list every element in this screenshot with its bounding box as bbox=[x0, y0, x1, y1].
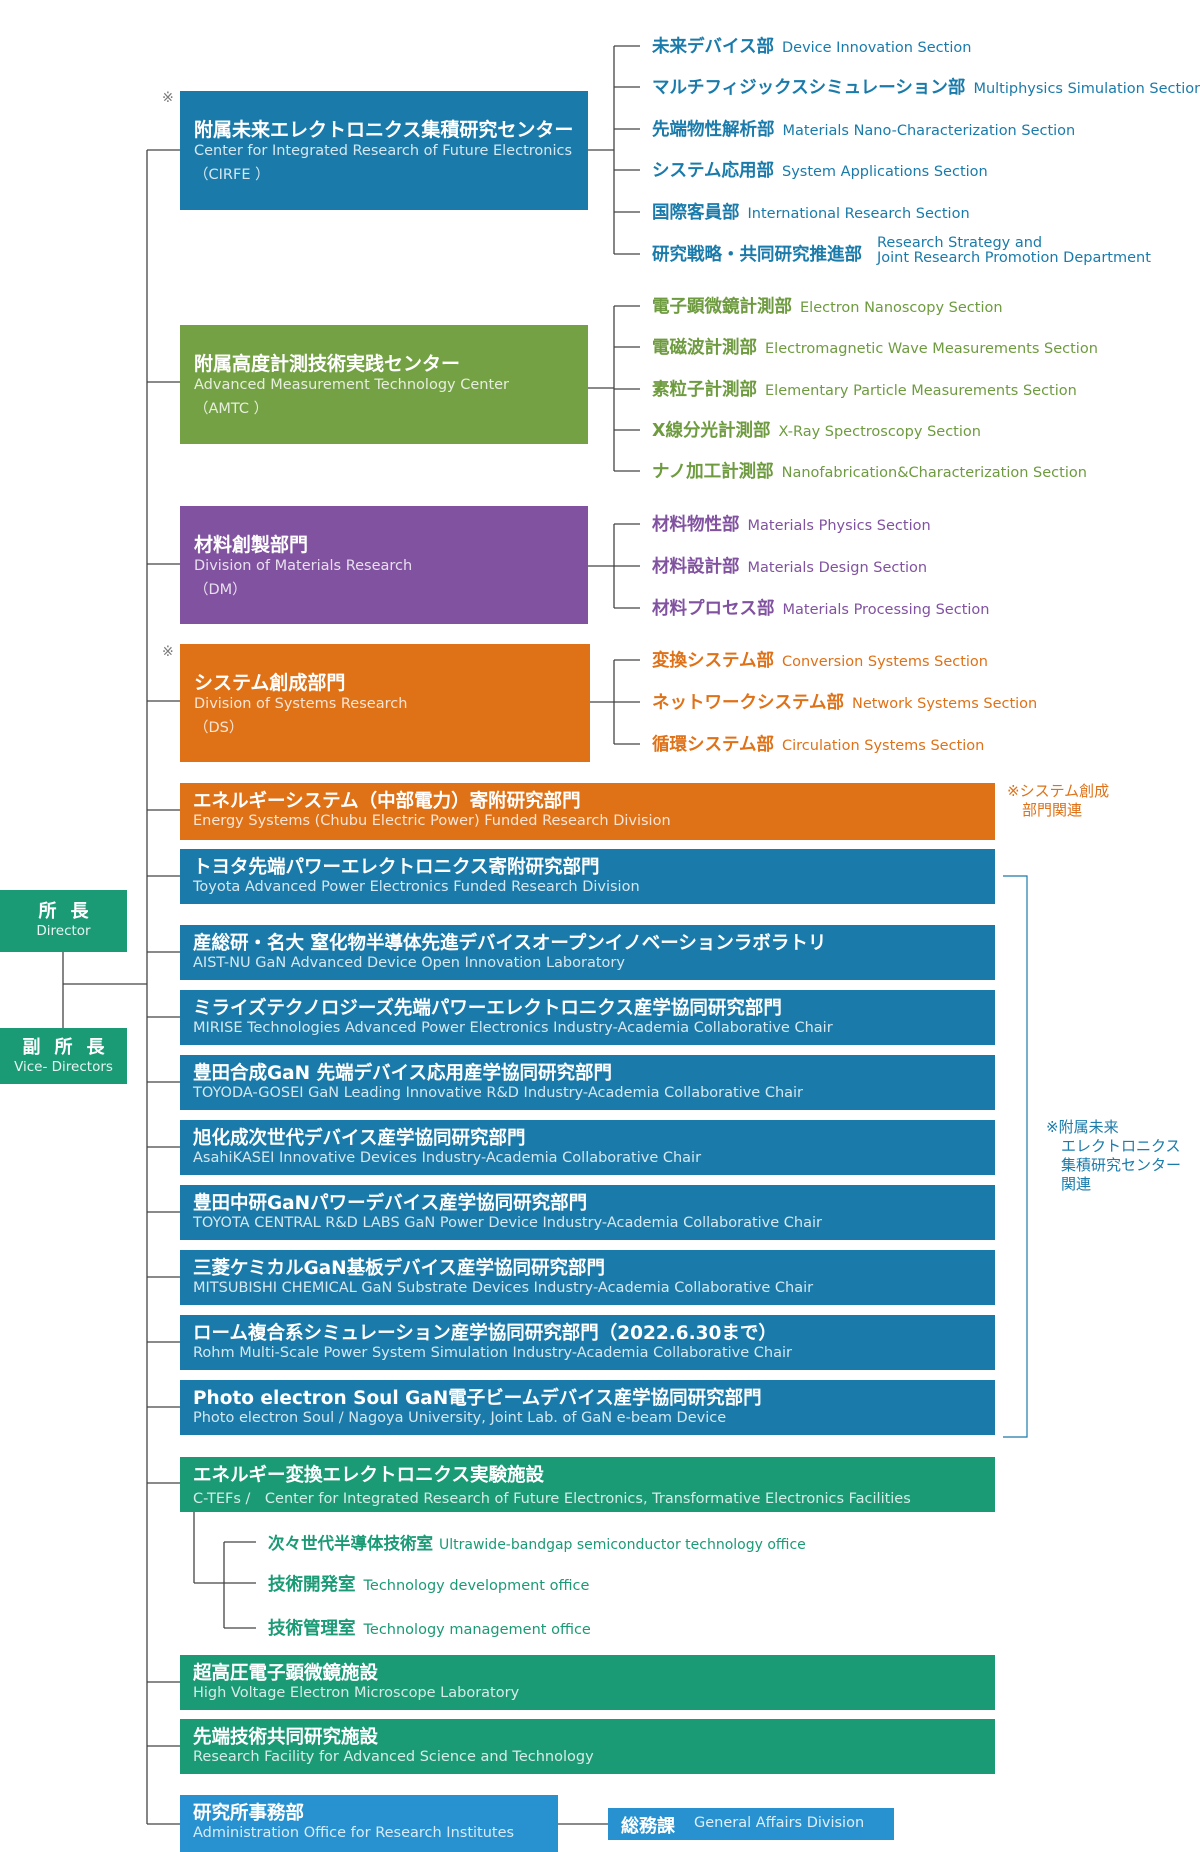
collab-unit-title: ローム複合系シミュレーション産学協同研究部門（2022.6.30まで） bbox=[193, 1323, 777, 1344]
collab-unit-title-en: Rohm Multi-Scale Power System Simulation… bbox=[193, 1345, 792, 1361]
collab-unit-title-en: Toyota Advanced Power Electronics Funded… bbox=[193, 879, 640, 895]
cirfe-abbr: （CIRFE ） bbox=[194, 167, 270, 183]
ds-marker: ※ bbox=[162, 644, 174, 660]
dm-abbr: （DM） bbox=[194, 582, 247, 598]
amtc-title: 附属高度計測技術実践センター bbox=[194, 353, 461, 375]
hvem-title: 超高圧電子顕微鏡施設 bbox=[193, 1663, 379, 1684]
vice-directors-box: 副所長 Vice- Directors bbox=[0, 1028, 127, 1084]
director-box: 所長 Director bbox=[0, 890, 127, 952]
collab-unit-title-en: AsahiKASEI Innovative Devices Industry-A… bbox=[193, 1150, 702, 1166]
collab-unit-box: ミライズテクノロジーズ先端パワーエレクトロニクス産学協同研究部門 MIRISE … bbox=[180, 990, 995, 1045]
collab-unit-title: 豊田中研GaNパワーデバイス産学協同研究部門 bbox=[193, 1193, 588, 1214]
amtc-abbr: （AMTC ） bbox=[194, 401, 269, 417]
collab-unit-title: トヨタ先端パワーエレクトロニクス寄附研究部門 bbox=[193, 857, 600, 878]
admin-title-en: Administration Office for Research Insti… bbox=[193, 1825, 515, 1841]
cirfe-title: 附属未来エレクトロニクス集積研究センター bbox=[194, 119, 574, 141]
collab-unit-box: 旭化成次世代デバイス産学協同研究部門 AsahiKASEI Innovative… bbox=[180, 1120, 995, 1175]
admin-box: 研究所事務部 Administration Office for Researc… bbox=[180, 1795, 558, 1852]
cirfe-related-note: ※附属未来 エレクトロニクス 集積研究センター 関連 bbox=[1046, 1118, 1182, 1193]
rfast-box: 先端技術共同研究施設 Research Facility for Advance… bbox=[180, 1719, 995, 1774]
dm-box: 材料創製部門 Division of Materials Research （D… bbox=[180, 506, 588, 624]
hvem-box: 超高圧電子顕微鏡施設 High Voltage Electron Microsc… bbox=[180, 1655, 995, 1710]
hvem-title-en: High Voltage Electron Microscope Laborat… bbox=[193, 1685, 520, 1701]
collab-unit-title: 豊田合成GaN 先端デバイス応用産学協同研究部門 bbox=[193, 1063, 613, 1084]
energy-division-title-en: Energy Systems (Chubu Electric Power) Fu… bbox=[193, 813, 671, 829]
ctefs-title-en: C-TEFs / Center for Integrated Research … bbox=[193, 1491, 911, 1507]
collab-unit-title-en: TOYODA-GOSEI GaN Leading Innovative R&D … bbox=[193, 1085, 804, 1101]
collab-unit-box: 豊田合成GaN 先端デバイス応用産学協同研究部門 TOYODA-GOSEI Ga… bbox=[180, 1055, 995, 1110]
collab-unit-title: 旭化成次世代デバイス産学協同研究部門 bbox=[193, 1128, 526, 1149]
dm-title: 材料創製部門 bbox=[194, 534, 309, 556]
collab-unit-box: 産総研・名大 窒化物半導体先進デバイスオープンイノベーションラボラトリ AIST… bbox=[180, 925, 995, 980]
collab-unit-box: Photo electron Soul GaN電子ビームデバイス産学協同研究部門… bbox=[180, 1380, 995, 1435]
ds-related-note: ※システム創成 部門関連 bbox=[1007, 782, 1110, 819]
collab-unit-title-en: TOYOTA CENTRAL R&D LABS GaN Power Device… bbox=[193, 1215, 822, 1231]
collab-unit-title-en: MIRISE Technologies Advanced Power Elect… bbox=[193, 1020, 833, 1036]
energy-division-box: エネルギーシステム（中部電力）寄附研究部門 Energy Systems (Ch… bbox=[180, 783, 995, 840]
collab-unit-title-en: MITSUBISHI CHEMICAL GaN Substrate Device… bbox=[193, 1280, 814, 1296]
collab-unit-title-en: Photo electron Soul / Nagoya University,… bbox=[193, 1410, 727, 1426]
collab-unit-title: Photo electron Soul GaN電子ビームデバイス産学協同研究部門 bbox=[193, 1388, 762, 1409]
general-affairs-title: 総務課 bbox=[621, 1816, 675, 1837]
collab-unit-box: ローム複合系シミュレーション産学協同研究部門（2022.6.30まで） Rohm… bbox=[180, 1315, 995, 1370]
vice-directors-title-en: Vice- Directors bbox=[14, 1059, 113, 1075]
director-title-en: Director bbox=[36, 923, 91, 939]
ctefs-title: エネルギー変換エレクトロニクス実験施設 bbox=[193, 1465, 544, 1486]
collab-unit-title: 三菱ケミカルGaN基板デバイス産学協同研究部門 bbox=[193, 1258, 606, 1279]
collab-unit-title-en: AIST-NU GaN Advanced Device Open Innovat… bbox=[193, 955, 625, 971]
collab-unit-title: ミライズテクノロジーズ先端パワーエレクトロニクス産学協同研究部門 bbox=[193, 998, 782, 1019]
collab-unit-box: トヨタ先端パワーエレクトロニクス寄附研究部門 Toyota Advanced P… bbox=[180, 849, 995, 904]
rfast-title: 先端技術共同研究施設 bbox=[193, 1727, 379, 1748]
collab-unit-box: 三菱ケミカルGaN基板デバイス産学協同研究部門 MITSUBISHI CHEMI… bbox=[180, 1250, 995, 1305]
ds-title-en: Division of Systems Research bbox=[194, 696, 408, 712]
director-title: 所長 bbox=[38, 901, 103, 922]
ds-box: システム創成部門 Division of Systems Research （D… bbox=[180, 644, 590, 762]
cirfe-marker: ※ bbox=[162, 90, 174, 106]
general-affairs-title-en: General Affairs Division bbox=[694, 1815, 865, 1831]
ds-title: システム創成部門 bbox=[194, 672, 346, 694]
cirfe-box: 附属未来エレクトロニクス集積研究センター Center for Integrat… bbox=[180, 91, 588, 210]
collab-unit-box: 豊田中研GaNパワーデバイス産学協同研究部門 TOYOTA CENTRAL R&… bbox=[180, 1185, 995, 1240]
amtc-box: 附属高度計測技術実践センター Advanced Measurement Tech… bbox=[180, 325, 588, 444]
ds-abbr: （DS） bbox=[194, 720, 244, 736]
collab-unit-title: 産総研・名大 窒化物半導体先進デバイスオープンイノベーションラボラトリ bbox=[193, 933, 827, 954]
dm-title-en: Division of Materials Research bbox=[194, 558, 413, 574]
energy-division-title: エネルギーシステム（中部電力）寄附研究部門 bbox=[193, 791, 581, 812]
ctefs-box: エネルギー変換エレクトロニクス実験施設 C-TEFs / Center for … bbox=[180, 1457, 995, 1512]
amtc-title-en: Advanced Measurement Technology Center bbox=[194, 377, 510, 393]
rfast-title-en: Research Facility for Advanced Science a… bbox=[193, 1749, 594, 1765]
admin-title: 研究所事務部 bbox=[193, 1803, 305, 1824]
cirfe-title-en: Center for Integrated Research of Future… bbox=[194, 143, 573, 159]
cirfe-section: 研究戦略・共同研究推進部 bbox=[652, 245, 862, 265]
vice-directors-title: 副所長 bbox=[22, 1037, 119, 1058]
cirfe-section-en: Research Strategy and Joint Research Pro… bbox=[877, 235, 1151, 266]
general-affairs-box: 総務課 General Affairs Division bbox=[608, 1808, 894, 1840]
